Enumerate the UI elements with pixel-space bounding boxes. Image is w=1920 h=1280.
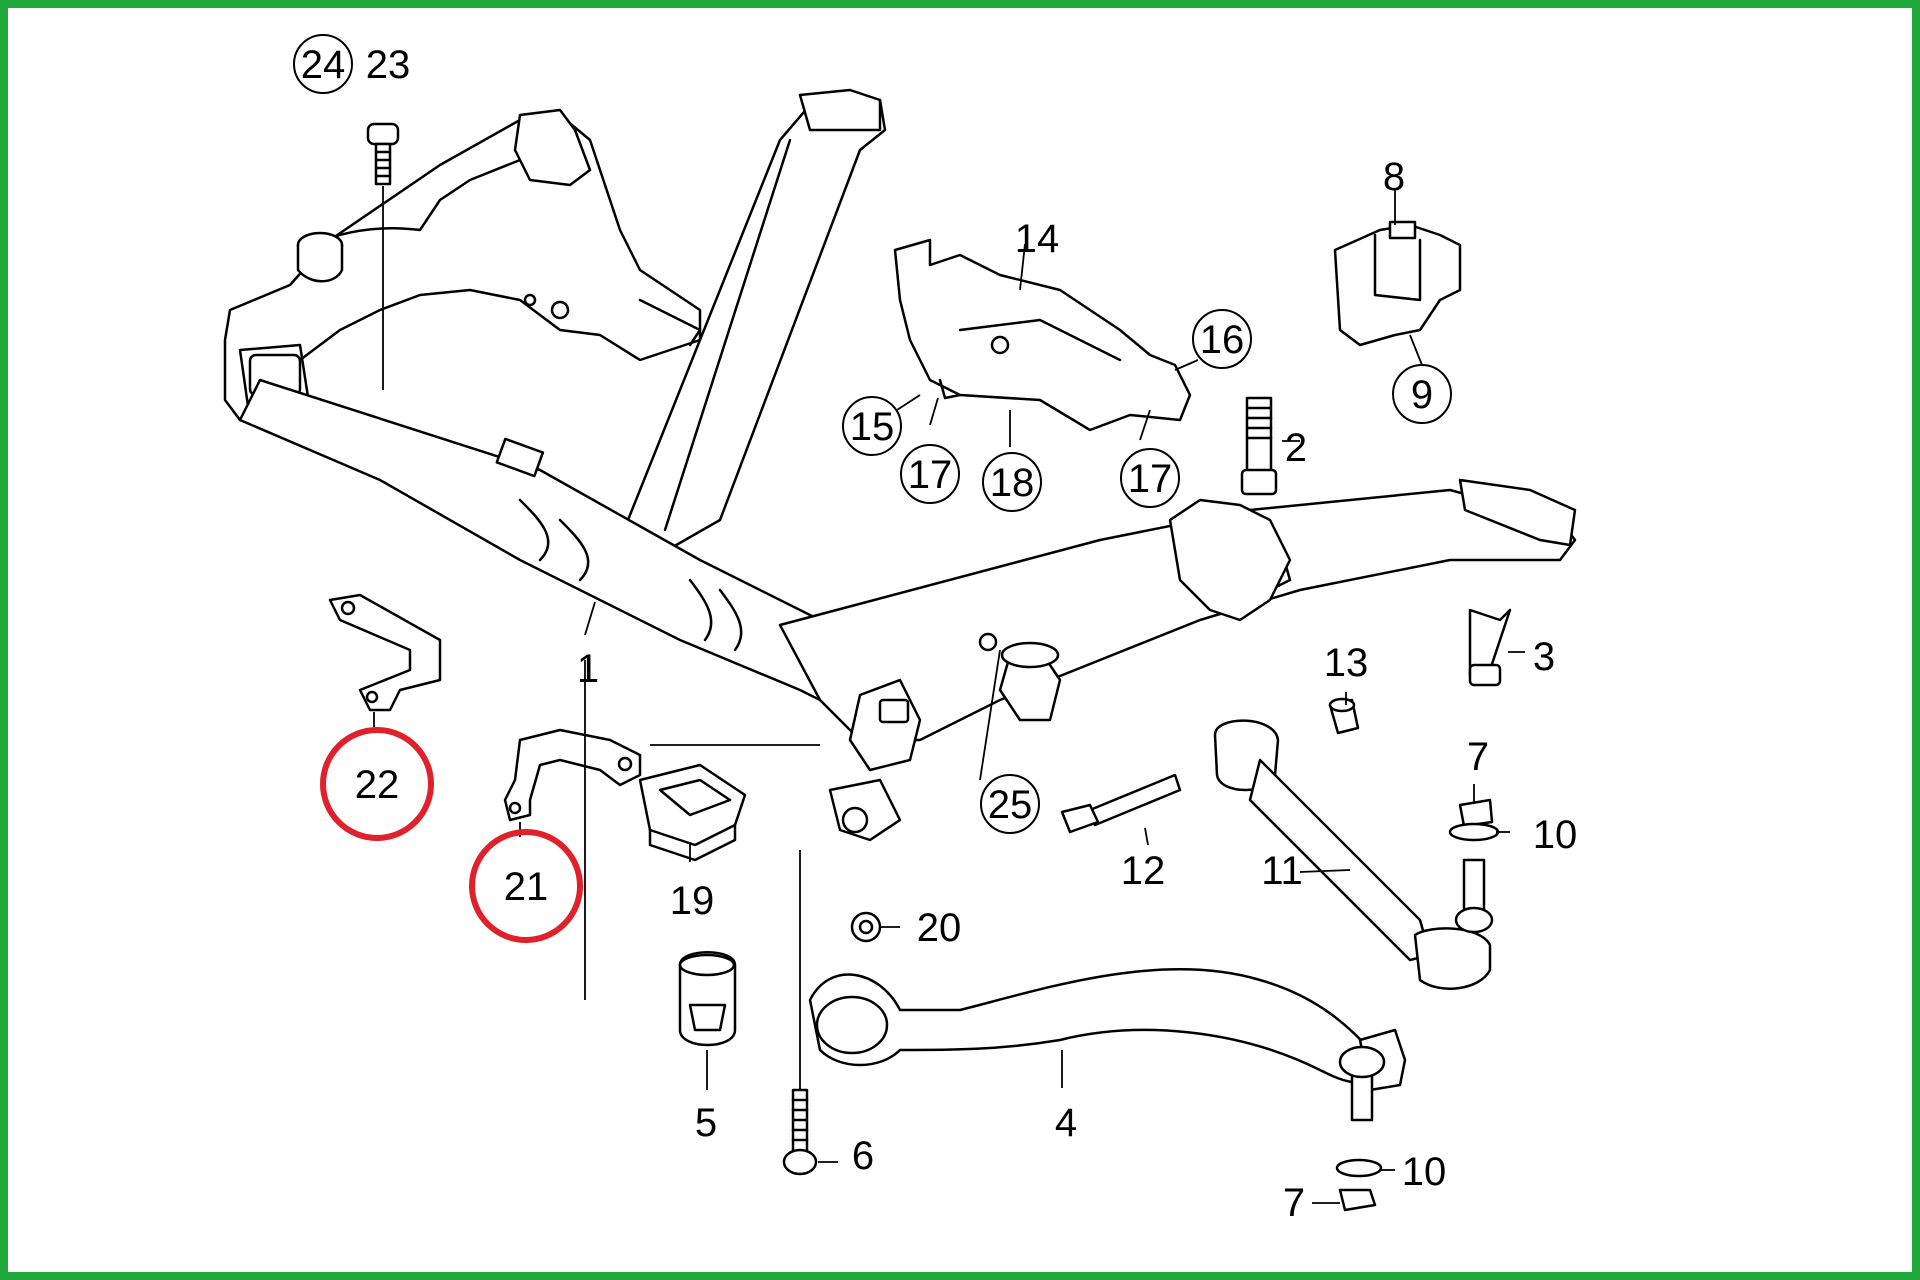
callout-label: 21 (504, 865, 549, 909)
tension-strut-11 (1213, 719, 1492, 990)
callout-label: 15 (850, 405, 895, 449)
callout-label: 18 (990, 461, 1035, 505)
callout-circle (1392, 364, 1452, 424)
callout-c22: 22 (320, 727, 434, 841)
callout-circle (980, 774, 1040, 834)
nut-20 (850, 911, 882, 943)
callout-c15: 15 (842, 396, 902, 456)
callout-label: 7 (1283, 1181, 1305, 1225)
callout-c20: 20 (917, 906, 962, 950)
callout-c17a: 17 (900, 444, 960, 504)
callout-label: 4 (1055, 1101, 1077, 1145)
callout-c9: 9 (1392, 364, 1452, 424)
callout-label: 12 (1121, 849, 1166, 893)
callout-label: 24 (301, 43, 346, 87)
callout-circle (1192, 309, 1252, 369)
callout-label: 2 (1285, 426, 1307, 470)
rubber-block-19 (638, 763, 747, 862)
bracket-8 (1333, 220, 1462, 347)
callout-circle (293, 34, 353, 94)
callout-label: 10 (1402, 1150, 1447, 1194)
callout-c21: 21 (469, 829, 583, 943)
callout-label: 7 (1467, 735, 1489, 779)
diagonal-rail (618, 88, 887, 562)
callout-c10a: 10 (1533, 813, 1578, 857)
subframe-left-tower (223, 108, 702, 422)
callout-c19: 19 (670, 879, 715, 923)
bolt-6 (782, 1088, 818, 1176)
bolt-2 (1240, 396, 1278, 496)
callout-label: 6 (852, 1134, 874, 1178)
callout-c2: 2 (1285, 426, 1307, 470)
callout-label: 17 (1128, 457, 1173, 501)
callout-label: 11 (1261, 849, 1303, 893)
highlight-circle (469, 829, 583, 943)
bushing-5 (678, 951, 737, 1047)
bolt-3 (1468, 608, 1512, 687)
bracket-21 (503, 728, 642, 822)
bolt-23 (366, 122, 400, 186)
parts-artwork (223, 88, 1577, 1212)
bracket-22 (328, 593, 442, 712)
callout-label: 25 (988, 783, 1033, 827)
control-arm-4 (808, 968, 1407, 1122)
callout-c4: 4 (1055, 1101, 1077, 1145)
nut-13 (1328, 697, 1360, 735)
callout-label: 20 (917, 906, 962, 950)
callout-c18: 18 (982, 452, 1042, 512)
callout-label: 5 (695, 1101, 717, 1145)
callout-c14: 14 (1015, 217, 1060, 261)
leader-lines (373, 186, 1525, 1204)
callout-c8: 8 (1383, 155, 1405, 199)
nut-washer-top (1448, 798, 1500, 934)
callout-label: 9 (1411, 373, 1433, 417)
callout-c11: 11 (1261, 849, 1303, 893)
callout-label: 13 (1324, 641, 1369, 685)
callout-c1: 1 (577, 647, 599, 691)
callout-label: 16 (1200, 318, 1245, 362)
callout-label: 14 (1015, 217, 1060, 261)
highlight-circle (320, 727, 434, 841)
heat-shield (893, 238, 1192, 432)
callout-label: 22 (355, 763, 400, 807)
callout-c7a: 7 (1467, 735, 1489, 779)
callout-circle (1120, 448, 1180, 508)
callout-c23: 23 (366, 43, 411, 87)
callout-c5: 5 (695, 1101, 717, 1145)
callout-c17b: 17 (1120, 448, 1180, 508)
callout-label: 19 (670, 879, 715, 923)
callout-c10b: 10 (1402, 1150, 1447, 1194)
nut-washer-bottom (1335, 1158, 1383, 1212)
callout-label: 23 (366, 43, 411, 87)
callout-c7b: 7 (1283, 1181, 1305, 1225)
callout-c25: 25 (980, 774, 1040, 834)
callout-c24: 24 (293, 34, 353, 94)
callout-label: 8 (1383, 155, 1405, 199)
callout-circle (900, 444, 960, 504)
callout-c6: 6 (852, 1134, 874, 1178)
callout-c16: 16 (1192, 309, 1252, 369)
callout-label: 10 (1533, 813, 1578, 857)
front-crossbeam (238, 378, 882, 722)
callout-label: 17 (908, 453, 953, 497)
callout-c12: 12 (1121, 849, 1166, 893)
right-side-member (778, 478, 1577, 842)
callout-circle (982, 452, 1042, 512)
callout-label: 1 (577, 647, 599, 691)
bolt-12 (1060, 773, 1182, 834)
callout-c3: 3 (1533, 635, 1555, 679)
callout-label: 3 (1533, 635, 1555, 679)
callout-c13: 13 (1324, 641, 1369, 685)
callout-circle (842, 396, 902, 456)
